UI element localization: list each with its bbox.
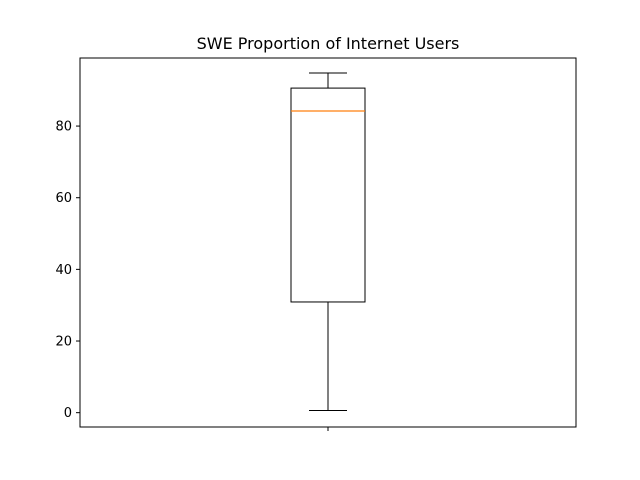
y-tick-label-0: 0 — [64, 406, 72, 421]
y-tick-label-40: 40 — [55, 263, 72, 278]
y-tick-label-60: 60 — [55, 191, 72, 206]
y-axis: 0 20 40 60 80 — [55, 120, 80, 421]
y-tick-label-80: 80 — [55, 120, 72, 135]
interquartile-box — [290, 87, 366, 303]
chart-title: SWE Proportion of Internet Users — [197, 34, 460, 53]
y-tick-label-20: 20 — [55, 335, 72, 350]
box-group — [290, 72, 366, 412]
